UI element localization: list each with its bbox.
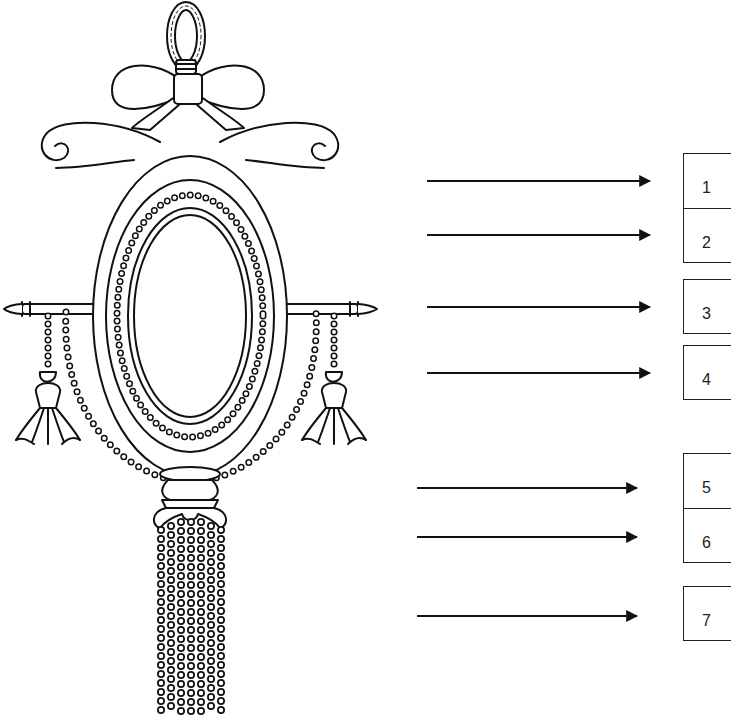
bead-ring [117,195,263,437]
callout-number: 6 [702,535,711,551]
knob [160,467,220,481]
callout-number: 5 [702,480,711,496]
finial [358,304,377,314]
callout-box: 7 [683,586,731,641]
callout-number: 7 [702,613,711,629]
medallion-center [134,215,246,417]
bead-tassel [161,522,221,716]
callout-box: 2 [683,208,731,263]
side-tassel [302,316,366,444]
hanging-loop [171,6,201,66]
pointer-arrow [417,181,650,616]
finial [4,304,22,314]
callout-number: 4 [702,372,711,388]
callout-number: 3 [702,306,711,322]
side-tassel [16,316,80,444]
callout-box: 4 [683,345,731,400]
callout-number: 1 [702,180,711,196]
callout-box: 5 [683,453,731,509]
callout-box: 3 [683,279,731,334]
medallion-frame [93,156,287,476]
callout-number: 2 [702,235,711,251]
callout-box: 1 [683,153,731,209]
callout-box: 6 [683,508,731,563]
